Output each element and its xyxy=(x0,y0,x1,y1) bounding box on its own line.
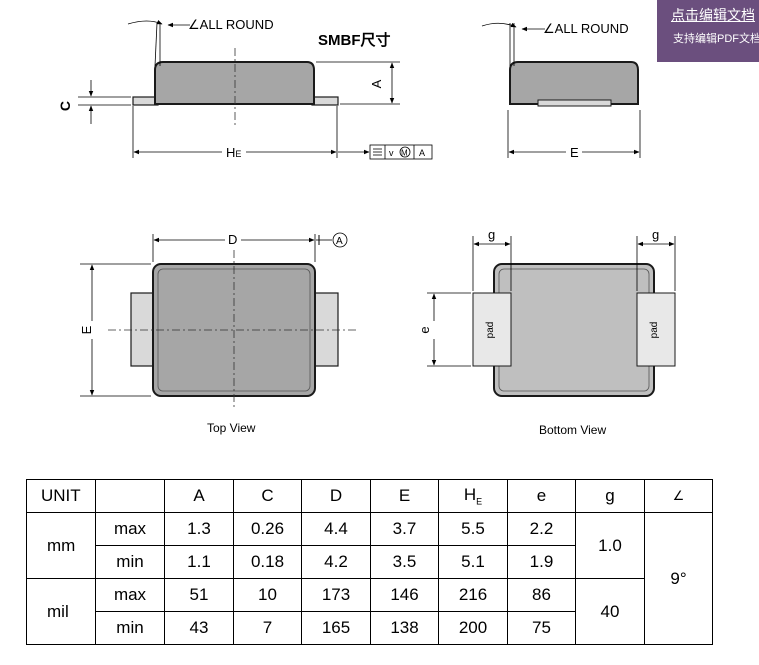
dim-c-label: C xyxy=(57,101,73,111)
cell: 7 xyxy=(233,611,302,645)
cell: 138 xyxy=(370,611,439,645)
datum-a-marker xyxy=(332,232,348,248)
dimension-table: UNIT A C D E HE e g ∠ mm max 1.3 0.26 4.… xyxy=(26,479,713,645)
dim-d-label: D xyxy=(228,232,237,247)
cell: 43 xyxy=(164,611,234,645)
unit-mm: mm xyxy=(26,512,96,579)
end-body xyxy=(509,61,639,105)
pad-right xyxy=(636,292,676,367)
bottom-body xyxy=(493,263,655,397)
dim-he-label: HE xyxy=(226,145,241,160)
svg-text:A: A xyxy=(336,236,343,247)
header-e-pitch: e xyxy=(507,479,576,513)
dim-e-top-label: E xyxy=(79,325,94,334)
cell: 5.1 xyxy=(438,545,508,579)
dim-g-left-label: g xyxy=(488,227,495,242)
header-angle: ∠ xyxy=(644,479,713,513)
cell: 146 xyxy=(370,578,439,612)
cell: 0.18 xyxy=(233,545,302,579)
pad-left xyxy=(472,292,512,367)
table-row: min 1.1 0.18 4.2 3.5 5.1 1.9 xyxy=(27,545,713,579)
top-view: D A E Top View xyxy=(79,232,358,435)
header-he: HE xyxy=(438,479,508,513)
package-drawing: ∠ALL ROUND A C HE v M A xyxy=(57,17,676,437)
table-row: mil max 51 10 173 146 216 86 40 xyxy=(26,578,713,645)
all-round-label: ∠ALL ROUND xyxy=(188,17,274,32)
end-view: ∠ALL ROUND E xyxy=(481,21,641,160)
header-g: g xyxy=(575,479,645,513)
table-row: min 43 7 165 138 200 75 xyxy=(27,611,713,645)
header-d: D xyxy=(301,479,371,513)
cell: 1.1 xyxy=(164,545,234,579)
cell: 200 xyxy=(438,611,508,645)
cell: 0.26 xyxy=(233,512,302,546)
all-round-label-2: ∠ALL ROUND xyxy=(543,21,629,36)
side-body xyxy=(154,61,315,105)
svg-text:A: A xyxy=(419,148,425,158)
header-c: C xyxy=(233,479,302,513)
edit-document-link[interactable]: 点击编辑文档 xyxy=(671,7,755,23)
dim-g-right-label: g xyxy=(652,227,659,242)
cell: 86 xyxy=(507,578,576,612)
cell: 1.9 xyxy=(507,545,576,579)
header-blank xyxy=(95,479,165,513)
pad-right-label: pad xyxy=(649,322,660,339)
cell: 216 xyxy=(438,578,508,612)
svg-text:v: v xyxy=(389,148,394,158)
pad-left-label: pad xyxy=(485,322,496,339)
cell: 165 xyxy=(301,611,371,645)
cell: 173 xyxy=(301,578,371,612)
dim-a-label: A xyxy=(369,79,384,88)
cell: 3.7 xyxy=(370,512,439,546)
g-mm-value: 1.0 xyxy=(575,512,645,579)
cell: 3.5 xyxy=(370,545,439,579)
cell: 4.2 xyxy=(301,545,371,579)
side-view: ∠ALL ROUND A C HE v M A xyxy=(57,17,433,160)
cell: 75 xyxy=(507,611,576,645)
limit-min: min xyxy=(95,545,165,579)
top-lead-right xyxy=(311,292,339,367)
limit-min: min xyxy=(95,611,165,645)
header-unit: UNIT xyxy=(26,479,96,513)
dim-e-pitch-label: e xyxy=(417,326,432,333)
edit-document-banner: 点击编辑文档 支持编辑PDF文档 xyxy=(657,0,759,62)
end-lead xyxy=(537,99,612,107)
top-lead-left xyxy=(130,292,157,367)
cell: 10 xyxy=(233,578,302,612)
limit-max: max xyxy=(95,578,165,612)
header-a: A xyxy=(164,479,234,513)
table-row: mm max 1.3 0.26 4.4 3.7 5.5 2.2 1.0 9° xyxy=(26,512,713,645)
bottom-view-label: Bottom View xyxy=(539,423,606,437)
cell: 2.2 xyxy=(507,512,576,546)
header-e: E xyxy=(370,479,439,513)
bottom-view: pad pad g g e Bottom View xyxy=(417,227,676,437)
limit-max: max xyxy=(95,512,165,546)
cell: 5.5 xyxy=(438,512,508,546)
cell: 1.3 xyxy=(164,512,234,546)
table-header-row: UNIT A C D E HE e g ∠ xyxy=(26,479,713,513)
side-lead-right xyxy=(311,96,339,106)
angle-value: 9° xyxy=(644,512,713,645)
svg-text:M: M xyxy=(401,149,408,158)
cell: 4.4 xyxy=(301,512,371,546)
edit-pdf-hint: 支持编辑PDF文档 xyxy=(673,33,759,45)
unit-mil: mil xyxy=(26,578,96,645)
cell: 51 xyxy=(164,578,234,612)
g-mil-value: 40 xyxy=(575,578,645,645)
flatness-frame: v M A xyxy=(369,144,433,160)
dim-e-label: E xyxy=(570,145,579,160)
top-view-label: Top View xyxy=(207,421,256,435)
package-title: SMBF尺寸 xyxy=(318,31,391,49)
